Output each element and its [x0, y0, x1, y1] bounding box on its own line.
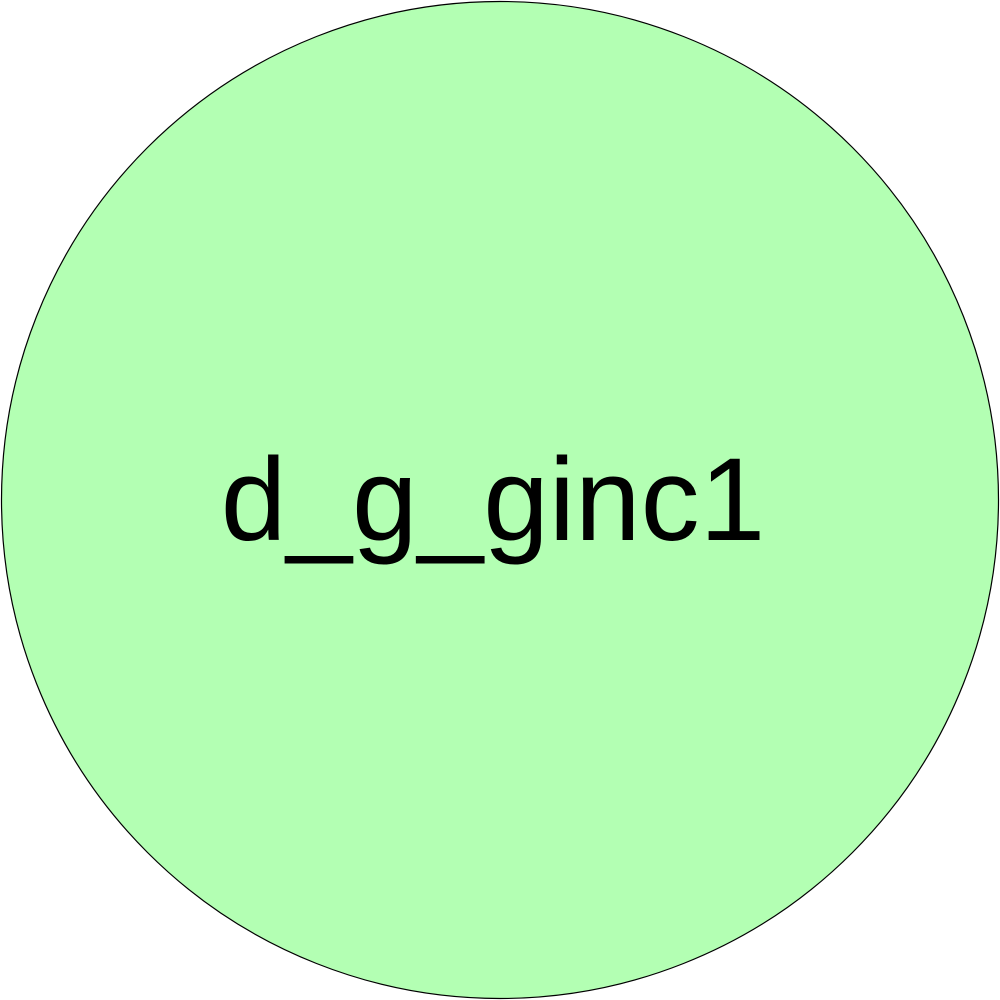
node-label: d_g_ginc1 [221, 434, 766, 566]
